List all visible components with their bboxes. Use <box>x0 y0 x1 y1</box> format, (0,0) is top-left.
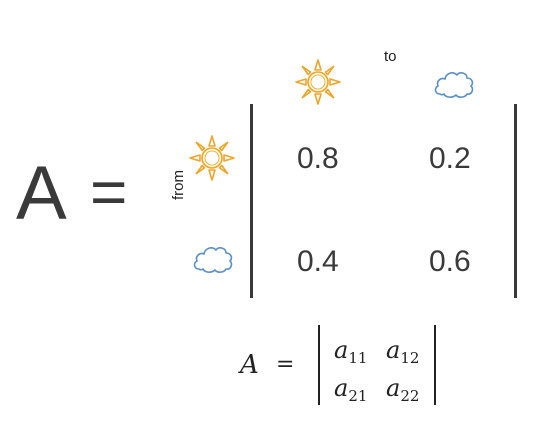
matrix-left-bar <box>250 104 253 298</box>
matrix-cell-cloud-sun: 0.4 <box>297 245 339 278</box>
formula-element-a11: a11 <box>334 336 368 367</box>
formula-element-a22: a22 <box>386 374 420 405</box>
formula-equals: = <box>276 352 295 377</box>
matrix-right-bar <box>514 104 517 298</box>
formula-element-a12: a12 <box>386 336 420 367</box>
formula-symbol: A <box>240 350 259 380</box>
formula-left-bar <box>318 325 320 405</box>
matrix-cell-cloud-cloud: 0.6 <box>429 245 471 278</box>
sun-icon <box>189 135 235 181</box>
from-label: from <box>170 170 187 200</box>
formula-element-a21: a21 <box>334 374 368 405</box>
equals-sign: = <box>90 156 128 228</box>
matrix-cell-sun-cloud: 0.2 <box>429 142 471 175</box>
to-label: to <box>384 48 397 65</box>
matrix-cell-sun-sun: 0.8 <box>297 142 339 175</box>
matrix-symbol: A <box>16 151 67 236</box>
sun-icon <box>295 59 341 105</box>
cloud-icon <box>434 72 474 98</box>
cloud-icon <box>193 247 233 273</box>
formula-right-bar <box>434 325 436 405</box>
